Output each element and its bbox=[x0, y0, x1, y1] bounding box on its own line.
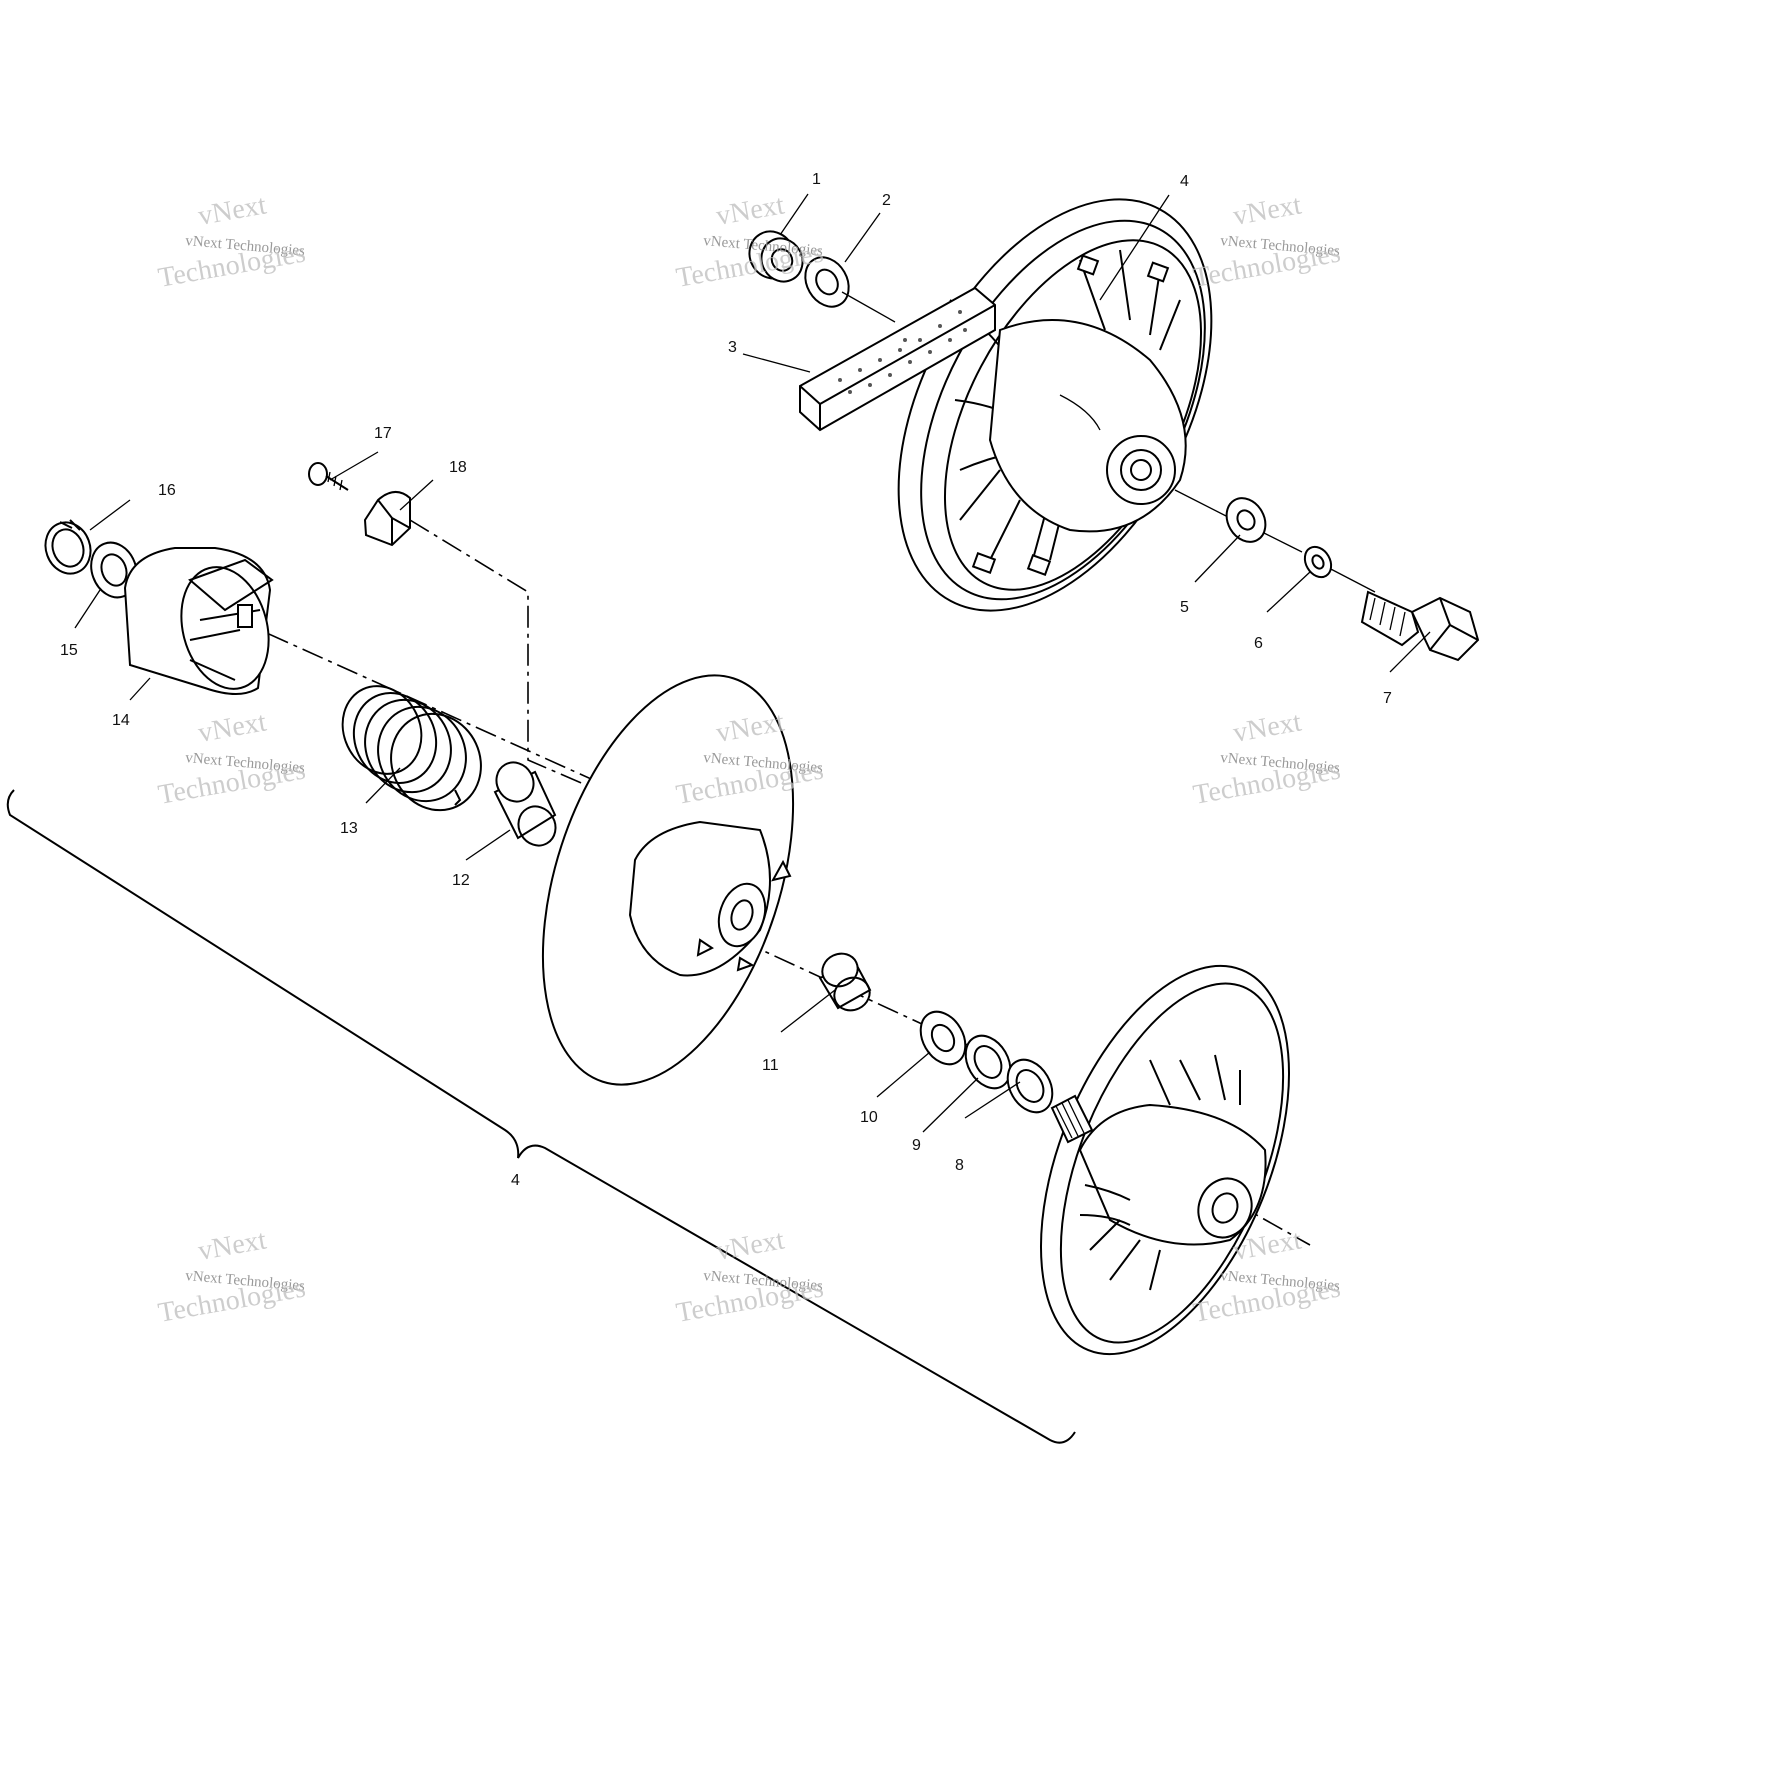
callout-10: 10 bbox=[860, 1109, 878, 1126]
watermark: vNext vNext Technologies Technologies bbox=[1191, 189, 1343, 293]
washer-part-10 bbox=[919, 1010, 967, 1066]
washer-part-8 bbox=[1006, 1058, 1054, 1114]
bolt-axis-line-3 bbox=[1324, 565, 1376, 593]
watermark: vNext vNext Technologies Technologies bbox=[156, 1224, 308, 1328]
spring-part-13 bbox=[341, 685, 482, 812]
watermark: vNext vNext Technologies Technologies bbox=[156, 706, 308, 810]
callout-18: 18 bbox=[449, 459, 467, 476]
slider-shoe-part-18 bbox=[363, 491, 411, 547]
assembly-bracket bbox=[6, 789, 1076, 1444]
left-axis-line bbox=[59, 539, 661, 811]
callout-11: 11 bbox=[762, 1057, 779, 1074]
bushing-part-1 bbox=[748, 230, 804, 283]
screw-part-17 bbox=[308, 462, 349, 491]
svg-text:vNext: vNext bbox=[714, 189, 787, 231]
callout-numbers: 1 2 3 4 5 6 7 8 9 10 11 12 13 14 15 16 1… bbox=[60, 171, 1392, 1189]
callout-5: 5 bbox=[1180, 599, 1189, 616]
washer-part-5 bbox=[1225, 497, 1267, 543]
fixed-sheave bbox=[1040, 964, 1290, 1356]
hex-bolt-part-7 bbox=[1360, 590, 1480, 662]
bolt-axis-line-2 bbox=[1261, 531, 1303, 553]
svg-text:vNext: vNext bbox=[196, 706, 269, 748]
top-axis-line bbox=[841, 291, 896, 323]
callout-14: 14 bbox=[112, 712, 130, 729]
washer-part-2 bbox=[804, 256, 850, 308]
callout-4-top: 4 bbox=[1180, 173, 1189, 190]
lock-washer-part-6 bbox=[1303, 545, 1333, 579]
bushing-part-12 bbox=[493, 761, 557, 847]
callout-3: 3 bbox=[728, 339, 737, 356]
callout-9: 9 bbox=[912, 1137, 921, 1154]
callout-6: 6 bbox=[1254, 635, 1263, 652]
watermark: vNext vNext Technologies Technologies bbox=[1191, 706, 1343, 810]
assembly-callout-4: 4 bbox=[511, 1172, 520, 1189]
callout-17: 17 bbox=[374, 425, 392, 442]
leader-lines bbox=[74, 193, 1431, 1133]
bolt-axis-line-1 bbox=[1174, 489, 1231, 519]
watermark: vNext vNext Technologies Technologies bbox=[156, 189, 308, 293]
callout-7: 7 bbox=[1383, 690, 1392, 707]
callout-8: 8 bbox=[955, 1157, 964, 1174]
watermark: vNext vNext Technologies Technologies bbox=[674, 1224, 826, 1328]
movable-sheave bbox=[541, 674, 795, 1086]
cam-part-14 bbox=[123, 547, 274, 695]
svg-text:vNext: vNext bbox=[196, 189, 269, 231]
callout-12: 12 bbox=[452, 872, 470, 889]
bushing-part-11 bbox=[818, 952, 872, 1012]
callout-1: 1 bbox=[812, 171, 821, 188]
callout-2: 2 bbox=[882, 192, 891, 209]
drive-belt bbox=[799, 286, 996, 432]
svg-text:vNext: vNext bbox=[1231, 189, 1304, 231]
snap-ring-part-16 bbox=[44, 519, 92, 575]
callout-16: 16 bbox=[158, 482, 176, 499]
watermark: vNext vNext Technologies Technologies bbox=[674, 189, 826, 293]
svg-text:vNext: vNext bbox=[1231, 706, 1304, 748]
callout-15: 15 bbox=[60, 642, 78, 659]
driven-sheave-top bbox=[897, 198, 1213, 612]
svg-text:vNext: vNext bbox=[196, 1224, 269, 1266]
callout-13: 13 bbox=[340, 820, 358, 837]
svg-text:vNext: vNext bbox=[714, 1224, 787, 1266]
washer-part-9 bbox=[964, 1034, 1012, 1090]
